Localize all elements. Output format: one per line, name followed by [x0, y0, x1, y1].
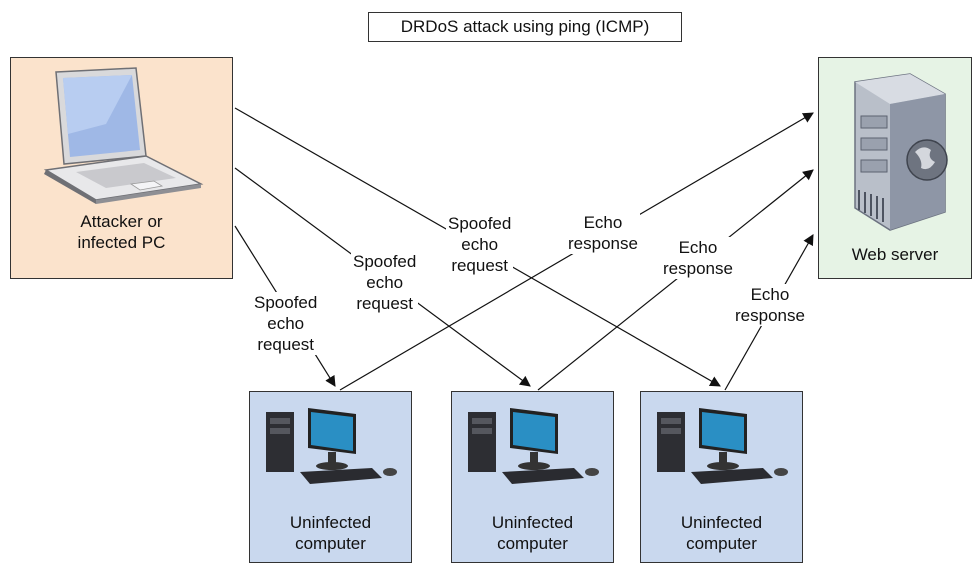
request-label-2: Spoofed echo request — [351, 251, 419, 314]
desktop-computer-icon — [657, 408, 788, 484]
desktop-computer-icon — [266, 408, 397, 484]
victim-label-2: Uninfected computer — [491, 513, 574, 553]
uninfected-computer-node-1: Uninfected computer — [249, 391, 412, 563]
response-label-3: Echo response — [733, 284, 807, 326]
victim-label-1: Uninfected computer — [289, 513, 372, 553]
diagram-title: DRDoS attack using ping (ICMP) — [368, 12, 682, 42]
uninfected-computer-node-2: Uninfected computer — [451, 391, 614, 563]
laptop-icon — [43, 67, 204, 204]
desktop-computer-icon — [468, 408, 599, 484]
uninfected-computer-node-3: Uninfected computer — [640, 391, 803, 563]
response-arrow-2 — [537, 169, 814, 391]
attacker-label: Attacker or infected PC — [77, 212, 166, 252]
response-label-2: Echo response — [661, 237, 735, 279]
server-label: Web server — [851, 245, 939, 264]
response-label-1: Echo response — [566, 212, 640, 254]
web-server-icon — [854, 73, 948, 231]
request-label-3: Spoofed echo request — [446, 213, 514, 276]
victim-label-3: Uninfected computer — [680, 513, 763, 553]
web-server-node: Web server — [818, 57, 972, 279]
request-label-1: Spoofed echo request — [252, 292, 320, 355]
attacker-node: Attacker or infected PC — [10, 57, 233, 279]
